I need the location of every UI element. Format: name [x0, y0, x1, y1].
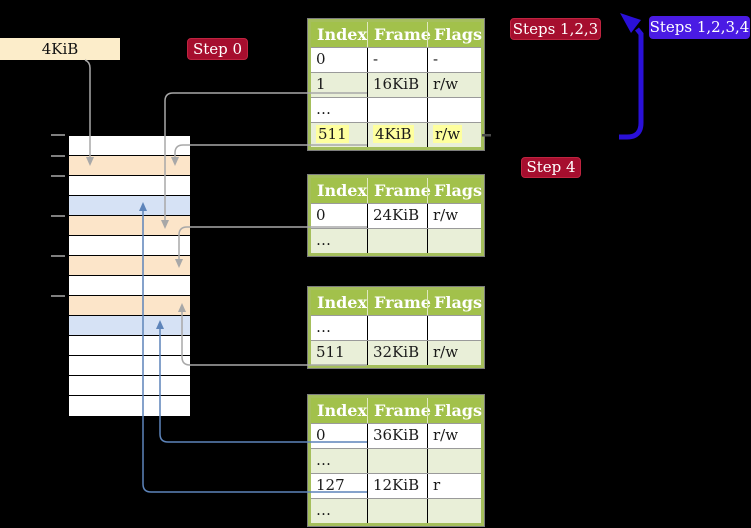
page-size-label: 4KiB — [0, 38, 120, 60]
table-header-cell: Frame — [367, 22, 431, 47]
memory-address-ticks — [51, 134, 65, 297]
highlighted-value: r/w — [433, 125, 463, 143]
table-cell — [427, 499, 481, 523]
memory-frame-free — [69, 336, 190, 356]
memory-frame-page-table — [69, 256, 190, 276]
memory-frame-mapped — [69, 196, 190, 216]
table-cell: r — [427, 474, 481, 498]
table-header-cell: Flags — [427, 22, 482, 47]
memory-frame-free — [69, 276, 190, 296]
table-row: … — [311, 228, 481, 253]
table-cell: 0 — [316, 206, 326, 224]
table-header-cell: Index — [317, 181, 368, 200]
table-header-cell: Index — [317, 25, 368, 44]
table-cell: 24KiB — [367, 204, 427, 228]
table-cell: r/w — [427, 123, 481, 147]
table-cell: 127 — [316, 476, 345, 494]
steps-1234-badge: Steps 1,2,3,4 — [649, 16, 750, 39]
memory-frame-page-table — [69, 216, 190, 236]
memory-frame-free — [69, 236, 190, 256]
table-row: 511 4KiB r/w — [311, 122, 481, 147]
table-header-cell: Frame — [367, 178, 431, 203]
table-header-cell: Frame — [367, 398, 431, 423]
step-4-badge: Step 4 — [521, 157, 581, 178]
memory-frame-page-table — [69, 296, 190, 316]
table-header-cell: Flags — [427, 398, 482, 423]
table-cell: 16KiB — [367, 73, 427, 97]
table-cell: 0 — [316, 50, 326, 68]
memory-frame-free — [69, 376, 190, 396]
table-cell: 511 — [316, 343, 345, 361]
physical-memory-column — [68, 135, 191, 417]
recursive-loop-arrow — [619, 13, 644, 140]
table-header-cell: Flags — [427, 178, 482, 203]
table-cell — [367, 316, 427, 340]
table-cell: r/w — [427, 341, 481, 365]
table-cell: … — [316, 231, 331, 249]
table-row: … — [311, 448, 481, 473]
table-cell — [367, 98, 427, 122]
table-cell: 0 — [316, 426, 326, 444]
table-cell: - — [427, 48, 481, 72]
table-header-cell: Index — [317, 401, 368, 420]
table-header-cell: Index — [317, 293, 368, 312]
memory-frame-page-table — [69, 156, 190, 176]
memory-frame-mapped — [69, 316, 190, 336]
table-cell: 32KiB — [367, 341, 427, 365]
table-cell — [367, 229, 427, 253]
table-cell: 1 — [316, 75, 326, 93]
highlighted-value: 511 — [316, 125, 349, 143]
memory-frame-free — [69, 176, 190, 196]
highlighted-value: 4KiB — [373, 125, 414, 143]
table-row: … — [311, 315, 481, 340]
table-row: 0 -- — [311, 47, 481, 72]
table-cell: … — [316, 318, 331, 336]
table-row: … — [311, 498, 481, 523]
table-cell: 511 — [311, 123, 367, 147]
table-cell: 12KiB — [367, 474, 427, 498]
table-cell: … — [316, 100, 331, 118]
table-cell: - — [367, 48, 427, 72]
table-cell — [427, 98, 481, 122]
table-header-cell: Flags — [427, 290, 482, 315]
table-cell: r/w — [427, 424, 481, 448]
table-row: … — [311, 97, 481, 122]
table-cell — [427, 449, 481, 473]
table-cell: r/w — [427, 204, 481, 228]
table-cell: … — [316, 501, 331, 519]
table-header-cell: Frame — [367, 290, 431, 315]
table-cell — [367, 449, 427, 473]
table-cell — [427, 229, 481, 253]
table-cell: 4KiB — [367, 123, 427, 147]
steps-123-badge: Steps 1,2,3 — [510, 18, 601, 40]
table-cell: r/w — [427, 73, 481, 97]
memory-frame-free — [69, 136, 190, 156]
table-cell: 36KiB — [367, 424, 427, 448]
table-cell — [367, 499, 427, 523]
step-0-badge: Step 0 — [187, 38, 248, 60]
memory-frame-free — [69, 396, 190, 416]
memory-frame-free — [69, 356, 190, 376]
table-cell: … — [316, 451, 331, 469]
table-cell — [427, 316, 481, 340]
